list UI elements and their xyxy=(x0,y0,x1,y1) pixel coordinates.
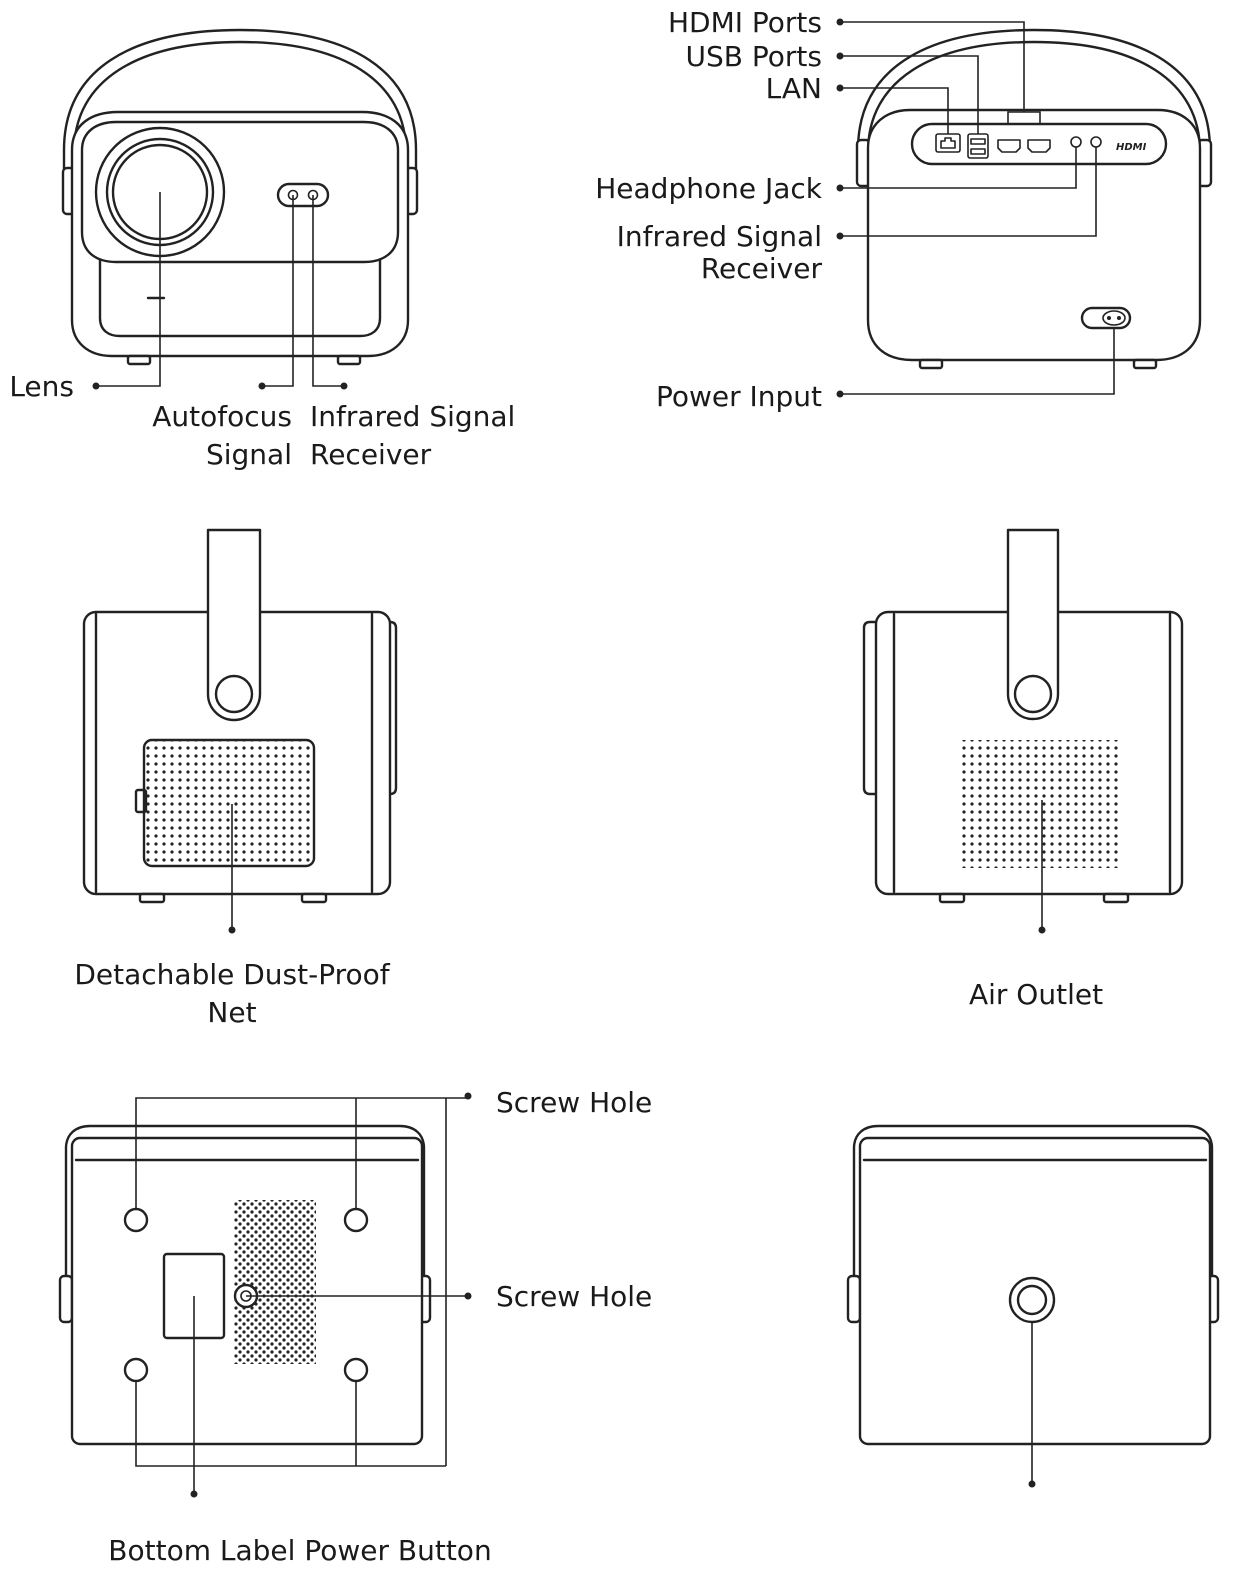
right-side-view: Air Outlet xyxy=(862,528,1184,1011)
bottom-vent xyxy=(234,1200,316,1364)
rear-infrared-label-line1: Infrared Signal xyxy=(617,220,822,253)
top-circular-button xyxy=(1008,1276,1056,1324)
hdmi-ports-label: HDMI Ports xyxy=(668,6,822,39)
hdmi-port-2 xyxy=(1027,139,1051,153)
power-input-label: Power Input xyxy=(656,380,822,413)
power-input-socket xyxy=(1080,306,1132,330)
rear-view: HDMI HDMI Ports USB Ports LAN Headphone … xyxy=(595,6,1213,413)
autofocus-label-line1: Autofocus xyxy=(152,400,292,433)
air-outlet-vents xyxy=(958,740,1120,868)
dust-net-label-line2: Net xyxy=(207,996,256,1029)
autofocus-label-line2: Signal xyxy=(206,438,292,471)
screw-hole-label-center: Screw Hole xyxy=(496,1280,652,1313)
screw-hole-label-top: Screw Hole xyxy=(496,1086,652,1119)
bottom-label-power-button-label: Bottom Label Power Button xyxy=(108,1534,491,1567)
rear-infrared-label-line2: Receiver xyxy=(701,252,823,285)
hdmi-logo: HDMI xyxy=(1116,142,1147,153)
front-infrared-label-line2: Receiver xyxy=(310,438,432,471)
front-view: Lens Autofocus Signal Infrared Signal Re… xyxy=(9,28,515,471)
screw-hole xyxy=(123,1357,149,1383)
front-infrared-label-line1: Infrared Signal xyxy=(310,400,515,433)
screw-hole xyxy=(123,1207,149,1233)
bottom-view: Screw Hole Screw Hole Bottom Label Power… xyxy=(58,1086,652,1567)
screw-hole xyxy=(343,1357,369,1383)
headphone-jack-label: Headphone Jack xyxy=(595,172,823,205)
dust-proof-net xyxy=(142,738,316,868)
front-sensor-pill xyxy=(276,182,330,208)
hdmi-port-1 xyxy=(997,139,1021,153)
lens-label: Lens xyxy=(9,370,74,403)
air-outlet-label: Air Outlet xyxy=(969,978,1103,1011)
dust-net-label-line1: Detachable Dust-Proof xyxy=(74,958,390,991)
left-side-view: Detachable Dust-Proof Net xyxy=(74,528,398,1029)
lan-label: LAN xyxy=(766,72,822,105)
usb-ports-label: USB Ports xyxy=(686,40,822,73)
screw-hole xyxy=(343,1207,369,1233)
top-view xyxy=(846,1124,1220,1488)
